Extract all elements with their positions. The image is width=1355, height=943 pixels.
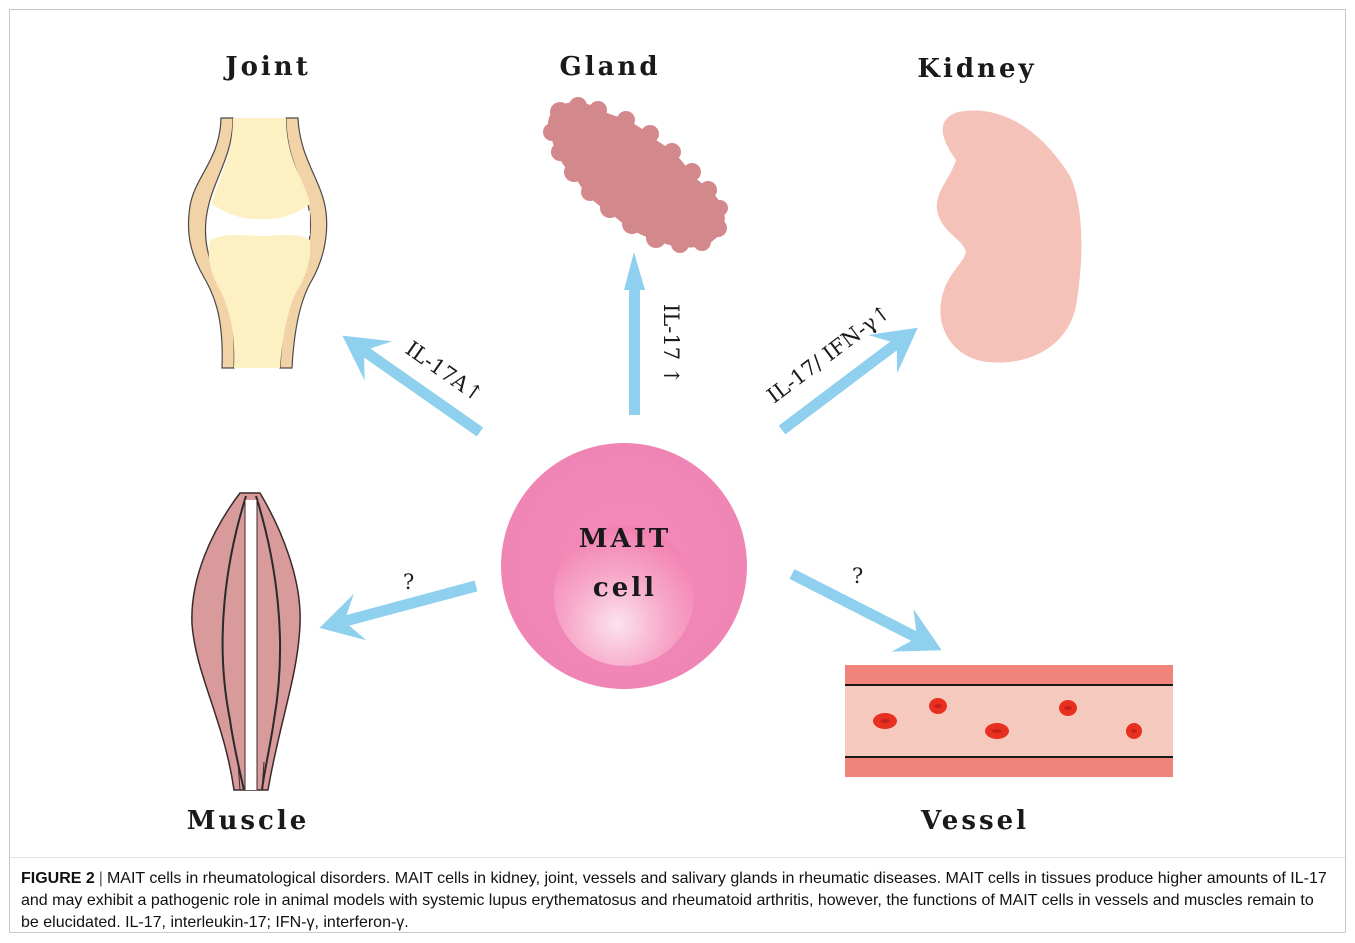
arrow-to-vessel xyxy=(781,553,952,672)
figure-caption: FIGURE 2|MAIT cells in rheumatological d… xyxy=(21,868,1333,934)
caption-text: MAIT cells in rheumatological disorders.… xyxy=(21,870,1327,931)
arrow-to-muscle xyxy=(313,563,482,651)
muscle-illustration xyxy=(192,493,300,790)
label-vessel: Vessel xyxy=(921,806,1029,836)
figure-number: FIGURE 2 xyxy=(21,870,95,887)
caption-separator: | xyxy=(99,870,103,887)
joint-illustration xyxy=(188,118,326,368)
arrow-to-gland xyxy=(624,252,645,415)
diagram-canvas: MAIT cell xyxy=(0,0,1355,860)
arrow-label-muscle: ? xyxy=(403,570,414,594)
mait-cell xyxy=(501,443,747,689)
gland-illustration xyxy=(543,97,728,253)
label-muscle: Muscle xyxy=(187,806,310,836)
arrow-label-gland: IL-17 ↑ xyxy=(659,304,683,384)
label-joint: Joint xyxy=(225,52,310,82)
cell-label-line1: MAIT xyxy=(579,524,671,554)
arrow-label-joint: IL-17A↑ xyxy=(401,336,488,407)
vessel-wall-bottom xyxy=(845,757,1173,777)
label-kidney: Kidney xyxy=(917,54,1036,84)
diagram: MAIT cell xyxy=(0,0,1355,860)
label-gland: Gland xyxy=(559,52,660,82)
cell-label-line2: cell xyxy=(593,573,657,603)
kidney-illustration xyxy=(937,110,1082,362)
vessel-illustration xyxy=(845,665,1173,777)
caption-divider xyxy=(10,857,1345,858)
vessel-wall-top xyxy=(845,665,1173,685)
arrow-label-vessel: ? xyxy=(852,564,863,588)
